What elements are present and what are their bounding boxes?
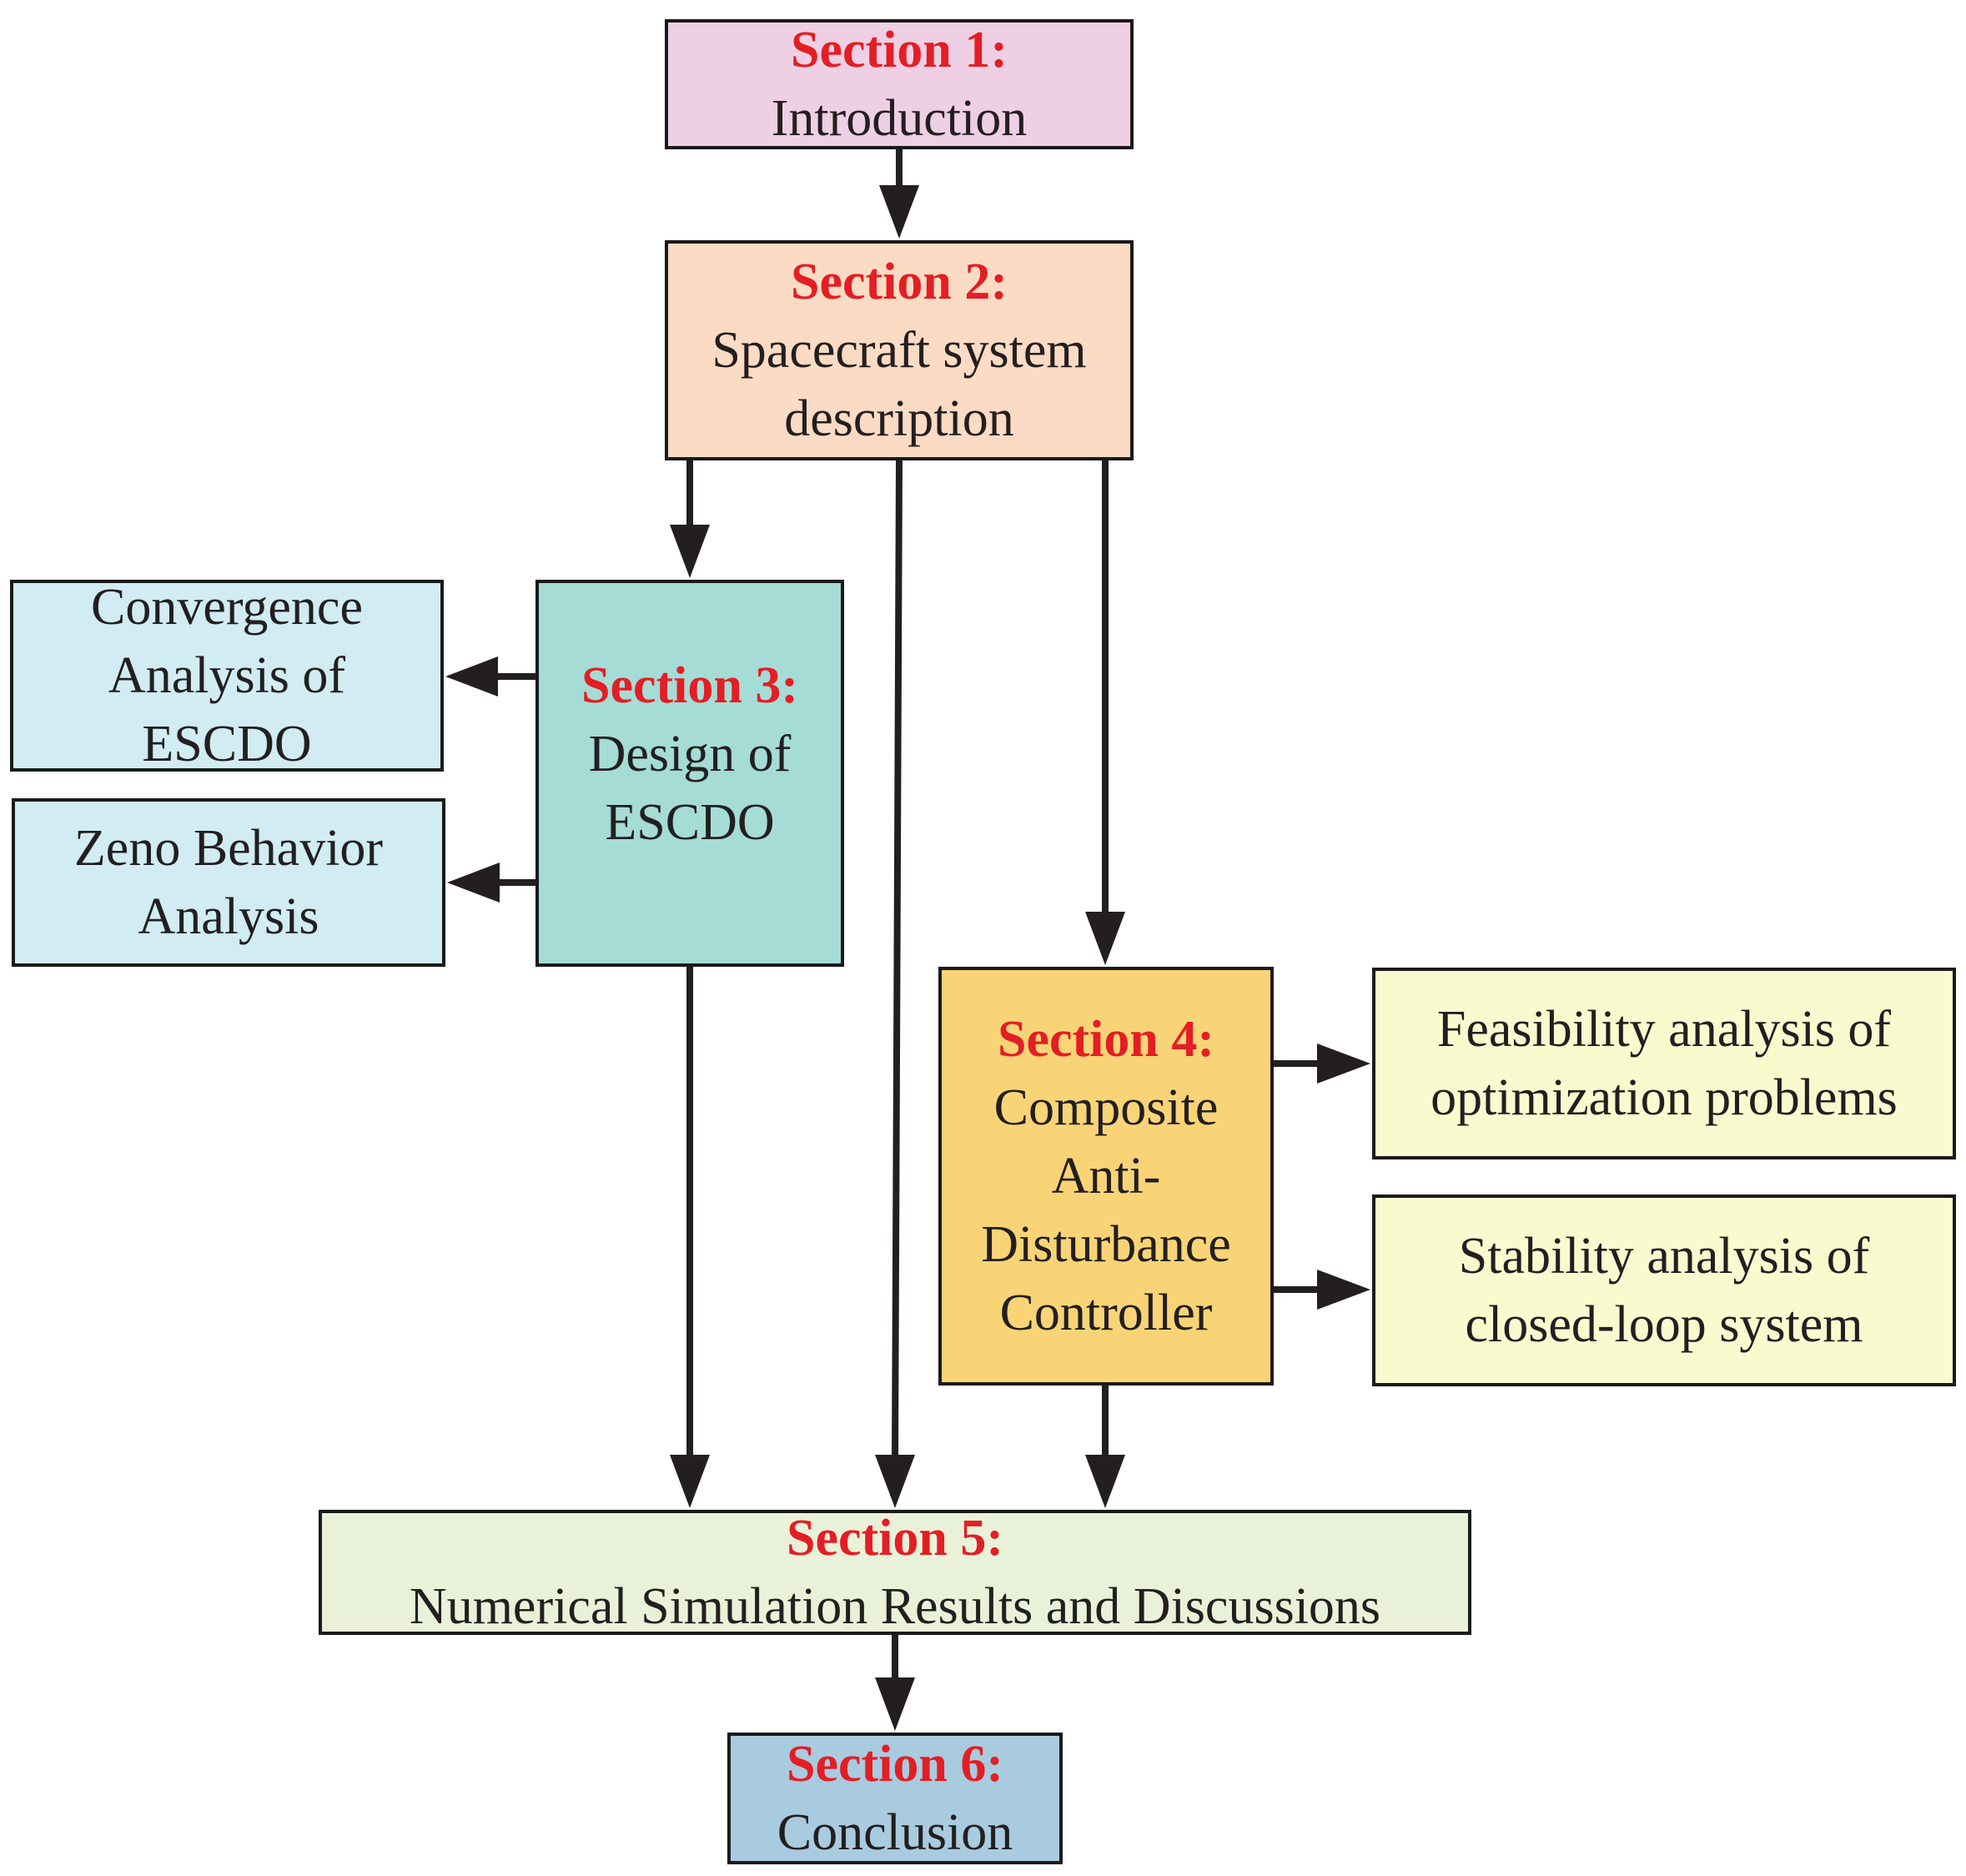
- section-2-box: Section 2: Spacecraft system description: [665, 240, 1134, 460]
- arrowhead-s5-middle: [875, 1455, 915, 1508]
- section-5-text: Numerical Simulation Results and Discuss…: [409, 1578, 1381, 1635]
- section-5-box: Section 5: Numerical Simulation Results …: [319, 1510, 1471, 1635]
- stability-analysis-box: Stability analysis of closed-loop system: [1372, 1195, 1956, 1386]
- arrowhead-s6: [875, 1677, 915, 1731]
- section-5-label: Section 5:: [786, 1510, 1004, 1567]
- arrowhead-s5-left: [670, 1455, 710, 1508]
- convergence-analysis-box: Convergence Analysis of ESCDO: [10, 579, 444, 772]
- feasibility-analysis-box: Feasibility analysis of optimization pro…: [1372, 968, 1956, 1159]
- feasibility-analysis-text: Feasibility analysis of optimization pro…: [1431, 1001, 1898, 1126]
- section-1-box: Section 1: Introduction: [665, 19, 1134, 149]
- section-6-label: Section 6:: [786, 1736, 1004, 1793]
- section-3-label: Section 3:: [581, 657, 799, 714]
- arrow-s2-to-s5: [892, 460, 903, 1458]
- zeno-behavior-box: Zeno Behavior Analysis: [12, 798, 445, 967]
- section-4-text: Composite Anti- Disturbance Controller: [981, 1079, 1231, 1341]
- convergence-analysis-text: Convergence Analysis of ESCDO: [91, 579, 363, 772]
- section-2-text: Spacecraft system description: [711, 322, 1087, 447]
- section-4-box: Section 4: Composite Anti- Disturbance C…: [938, 967, 1274, 1386]
- arrowhead-s3: [670, 525, 710, 578]
- arrowhead-s4: [1085, 912, 1125, 965]
- section-2-label: Section 2:: [790, 254, 1008, 310]
- section-4-label: Section 4:: [997, 1011, 1215, 1068]
- section-3-text: Design of ESCDO: [588, 726, 792, 851]
- section-6-box: Section 6: Conclusion: [727, 1733, 1063, 1864]
- section-1-label: Section 1:: [790, 22, 1008, 78]
- arrowhead-convergence: [445, 656, 498, 697]
- arrowhead-s5-right: [1085, 1455, 1125, 1508]
- arrowhead-stability: [1317, 1270, 1370, 1310]
- arrowhead-zeno: [447, 863, 500, 903]
- arrowhead-feasibility: [1317, 1044, 1370, 1084]
- section-1-text: Introduction: [771, 90, 1028, 147]
- section-3-box: Section 3: Design of ESCDO: [535, 580, 844, 967]
- stability-analysis-text: Stability analysis of closed-loop system: [1458, 1228, 1870, 1353]
- section-6-text: Conclusion: [777, 1804, 1013, 1861]
- zeno-behavior-text: Zeno Behavior Analysis: [73, 820, 384, 945]
- arrowhead-s2: [879, 185, 919, 239]
